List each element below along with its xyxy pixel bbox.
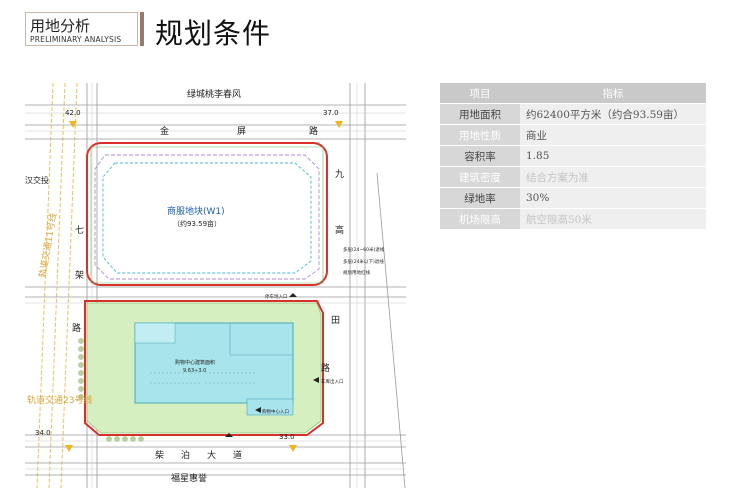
- entrance-label-3: 车库出入口: [321, 378, 344, 385]
- legend-3: 规划用地红线: [343, 269, 370, 276]
- table-header-row: 项目 指标: [440, 83, 706, 104]
- elev-ne: 37.0: [323, 109, 339, 117]
- table-row: 用地面积 约62400平方米（约合93.59亩）: [440, 103, 706, 125]
- row-key: 用地面积: [440, 103, 520, 125]
- col-item: 项目: [440, 83, 520, 104]
- setback-line-3: [90, 146, 324, 284]
- road-qigai-3: 路: [72, 322, 81, 334]
- elev-nw: 42.0: [65, 109, 81, 117]
- road-jiugao-2: 高: [335, 224, 344, 236]
- setback-line-1: [94, 154, 320, 280]
- accent-bar: [140, 12, 144, 46]
- table-row: 建筑密度 结合方案为准: [440, 166, 706, 188]
- legend-1: 多层(24~60米)退线: [343, 246, 385, 253]
- plot-area: （约93.59亩）: [173, 219, 221, 228]
- elev-sw: 34.0: [35, 429, 51, 437]
- elevation-markers: [65, 121, 343, 452]
- site-plan: 绿城桃李春风 金 屏 路 七 架 路 九 高 田 路 柴 泊 大 道 福星惠誉 …: [25, 83, 406, 488]
- setback-line-2: [102, 162, 312, 274]
- road-zibo-3: 大: [207, 449, 216, 461]
- north-plot-boundary: [86, 142, 328, 286]
- row-key: 机场限高: [440, 208, 520, 230]
- row-key: 用地性质: [440, 124, 520, 146]
- section-label: 用地分析 PRELIMINARY ANALYSIS: [25, 12, 138, 46]
- row-key: 建筑密度: [440, 166, 520, 188]
- row-value: 商业: [520, 124, 706, 146]
- page-title: 规划条件: [155, 17, 272, 50]
- road-jinping-2: 屏: [237, 126, 246, 137]
- road-qigai-2: 架: [75, 270, 84, 281]
- planning-conditions-table: 项目 指标 用地面积 约62400平方米（约合93.59亩） 用地性质 商业 容…: [440, 83, 706, 230]
- row-key: 容积率: [440, 145, 520, 167]
- section-subtitle: PRELIMINARY ANALYSIS: [30, 35, 122, 44]
- elev-se: 33.0: [279, 433, 295, 441]
- row-value: 结合方案为准: [520, 166, 706, 188]
- plot-name: 商服地块(W1): [167, 205, 225, 217]
- road-jiugao-4: 路: [321, 362, 330, 374]
- row-value: 约62400平方米（约合93.59亩）: [520, 103, 706, 125]
- entrance-label-1: 购物中心入口: [262, 408, 289, 415]
- road-jiugao-3: 田: [331, 315, 340, 326]
- rail-label-2: 轨道交通23号线: [27, 394, 92, 406]
- mall-value: 9.63÷3.0: [183, 368, 206, 374]
- section-title: 用地分析: [30, 17, 91, 35]
- entrance-label-2: 停车场入口: [265, 293, 288, 300]
- table-row: 机场限高 航空限高50米: [440, 208, 706, 230]
- row-key: 绿地率: [440, 187, 520, 209]
- mall-label: 购物中心建筑面积: [175, 359, 215, 366]
- south-site-boundary: [84, 300, 324, 436]
- legend-2: 多层(24米以下)退线: [343, 258, 384, 265]
- row-value: 30%: [520, 187, 706, 209]
- col-index: 指标: [520, 83, 706, 104]
- left-edge-label: 汉交投: [25, 175, 49, 185]
- road-jinping-1: 金: [160, 125, 169, 137]
- south-label: 福星惠誉: [171, 472, 207, 484]
- table-row: 用地性质 商业: [440, 124, 706, 146]
- table-row: 容积率 1.85: [440, 145, 706, 167]
- road-lines: [25, 83, 406, 488]
- road-zibo-2: 泊: [181, 450, 190, 461]
- row-value: 1.85: [520, 145, 706, 167]
- road-zibo-4: 道: [233, 449, 242, 461]
- tree-row: [78, 338, 144, 442]
- rail-corridor: [36, 83, 78, 488]
- road-jiugao-1: 九: [335, 169, 344, 180]
- row-value: 航空限高50米: [520, 208, 706, 230]
- north-road-label: 绿城桃李春风: [187, 88, 241, 100]
- road-qigai-1: 七: [75, 225, 84, 236]
- road-jinping-3: 路: [309, 125, 318, 137]
- road-zibo-1: 柴: [155, 449, 164, 461]
- table-row: 绿地率 30%: [440, 187, 706, 209]
